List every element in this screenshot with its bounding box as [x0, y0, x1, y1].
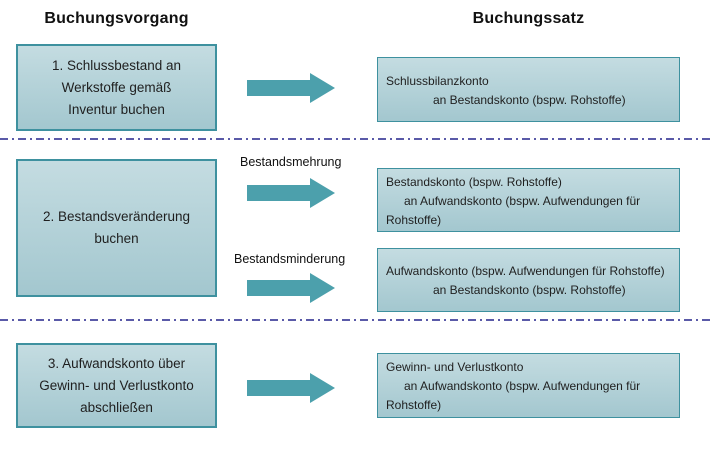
booking-entry-credit-line: an Aufwandskonto (bspw. Aufwendungen für… — [386, 379, 641, 412]
booking-entry-credit-line: an Bestandskonto (bspw. Rohstoffe) — [433, 283, 626, 297]
flow-arrow-icon — [247, 178, 335, 208]
flow-arrow-icon — [247, 273, 335, 303]
process-box-step2-line: 2. Bestandsveränderung — [42, 209, 191, 224]
process-box-step3-line: abschließen — [80, 399, 153, 415]
booking-entry-debit-line: Gewinn- und Verlustkonto — [386, 360, 524, 374]
booking-entry-debit-line: Bestandskonto (bspw. Rohstoffe) — [386, 174, 562, 189]
column-header-buchungssatz: Buchungssatz — [472, 10, 585, 27]
process-box-step2: 2. Bestandsveränderung buchen — [16, 159, 217, 297]
process-box-step1-line: 1. Schlussbestand an — [51, 57, 182, 73]
process-box-step3: 3. Aufwandskonto über Gewinn- und Verlus… — [16, 343, 217, 428]
process-box-step1-line: Werkstoffe gemäß — [61, 79, 172, 95]
booking-entry-debit-line: Aufwandskonto (bspw. Aufwendungen für Ro… — [386, 264, 665, 278]
booking-entry-debit-line: Schlussbilanzkonto — [386, 73, 489, 88]
section-divider-dashed — [0, 319, 713, 321]
arrow-label-bestandsmehrung: Bestandsmehrung — [240, 155, 342, 169]
booking-entry-credit-line: an Bestandskonto (bspw. Rohstoffe) — [433, 92, 626, 107]
process-box-step3-line: Gewinn- und Verlustkonto — [39, 377, 194, 393]
section-divider-dashed — [0, 138, 713, 140]
booking-entry-box-1: Schlussbilanzkonto an Bestandskonto (bsp… — [377, 57, 680, 122]
flow-arrow-icon — [247, 73, 335, 103]
process-box-step2-line: buchen — [94, 231, 139, 246]
column-header-buchungsvorgang: Buchungsvorgang — [44, 10, 189, 27]
flow-arrow-icon — [247, 373, 335, 403]
process-box-step1: 1. Schlussbestand an Werkstoffe gemäß In… — [16, 44, 217, 131]
booking-entry-box-2a: Bestandskonto (bspw. Rohstoffe) an Aufwa… — [377, 168, 680, 232]
process-box-step1-line: Inventur buchen — [68, 101, 165, 117]
arrow-label-bestandsminderung: Bestandsminderung — [234, 252, 346, 266]
booking-entry-box-3: Gewinn- und Verlustkonto an Aufwandskont… — [377, 353, 680, 418]
booking-entry-credit-line: an Aufwandskonto (bspw. Aufwendungen für… — [386, 193, 641, 227]
booking-entry-box-2b: Aufwandskonto (bspw. Aufwendungen für Ro… — [377, 248, 680, 312]
process-box-step3-line: 3. Aufwandskonto über — [47, 355, 186, 371]
